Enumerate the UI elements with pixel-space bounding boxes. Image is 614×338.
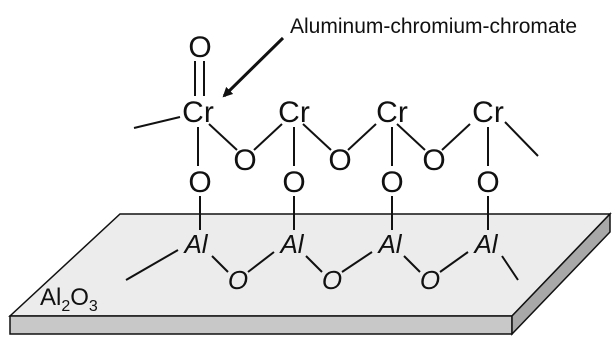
aluminum-atom: Al xyxy=(472,229,498,259)
plate-front-face xyxy=(9,315,513,335)
oxygen-atom-surface: O xyxy=(322,265,342,295)
callout-arrow xyxy=(222,36,285,98)
aluminum-atom: Al xyxy=(182,229,208,259)
oxygen-atom-link: O xyxy=(380,166,403,199)
oxygen-atom-top: O xyxy=(188,31,211,64)
oxygen-atom-link: O xyxy=(476,166,499,199)
oxygen-atom-link: O xyxy=(282,166,305,199)
substrate-label-sub1: 2 xyxy=(61,298,70,315)
substrate-plate xyxy=(8,212,612,336)
substrate-label-sub2: 3 xyxy=(89,298,98,315)
plate-side-face xyxy=(511,212,611,336)
substrate-label-mid: O xyxy=(70,284,89,311)
aluminum-atom: Al xyxy=(278,229,304,259)
oxygen-atom-link: O xyxy=(188,166,211,199)
oxygen-atom-bridge: O xyxy=(328,144,351,177)
aluminum-atom: Al xyxy=(376,229,402,259)
oxygen-atom-surface: O xyxy=(420,265,440,295)
chromium-atom: Cr xyxy=(182,96,214,129)
plate-top-face xyxy=(8,213,612,317)
callout-label: Aluminum-chromium-chromate xyxy=(290,15,577,38)
chromium-atom: Cr xyxy=(376,96,408,129)
substrate-label: Al2O3 xyxy=(40,284,98,315)
oxygen-atom-bridge: O xyxy=(233,144,256,177)
oxygen-atom-surface: O xyxy=(228,265,248,295)
bonds xyxy=(125,61,539,281)
chromium-atom: Cr xyxy=(472,96,504,129)
oxygen-atom-bridge: O xyxy=(422,144,445,177)
chromium-atom: Cr xyxy=(278,96,310,129)
substrate-label-base: Al xyxy=(40,284,61,311)
